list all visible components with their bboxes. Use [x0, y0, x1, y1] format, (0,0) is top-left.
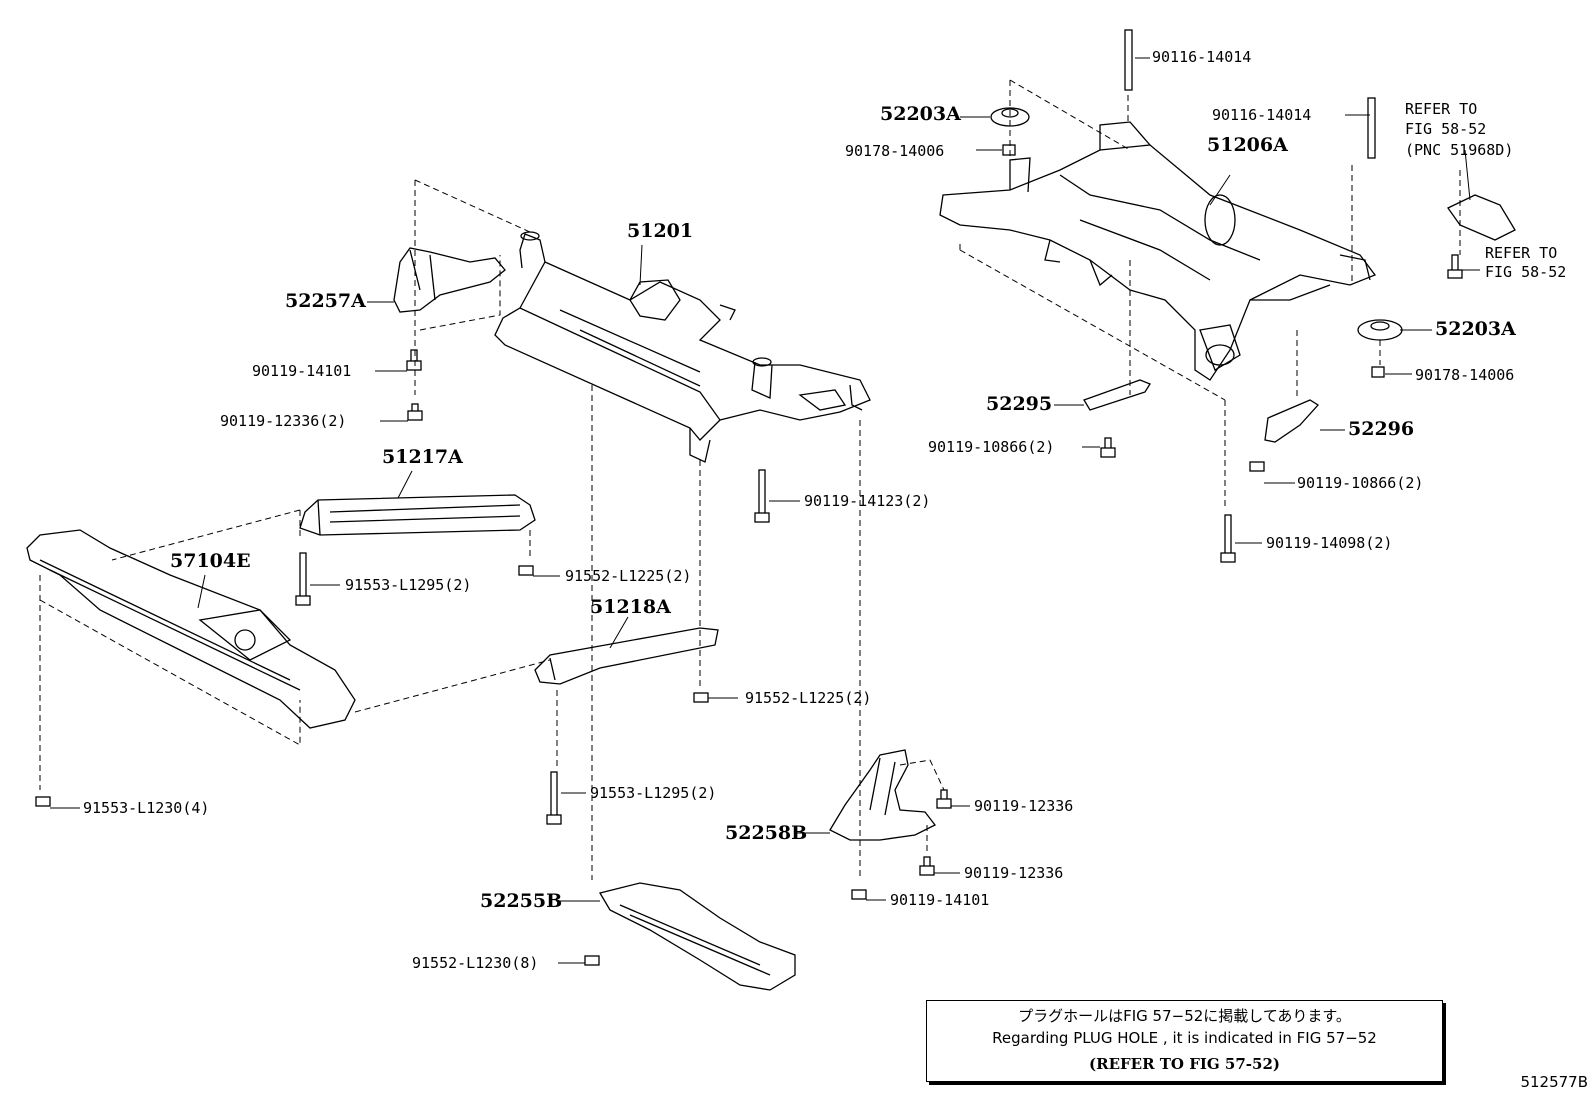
label-52257A[interactable]: 52257A — [285, 290, 366, 312]
note-english: Regarding PLUG HOLE , it is indicated in… — [992, 1029, 1377, 1047]
label-90119-10866-left[interactable]: 90119-10866(2) — [928, 438, 1055, 456]
label-90178-14006-right[interactable]: 90178-14006 — [1415, 366, 1515, 384]
label-91552-L1225-upper[interactable]: 91552-L1225(2) — [565, 567, 692, 585]
note-japanese: プラグホールはFIG 57−52に掲載してあります。 — [1018, 1007, 1351, 1025]
bracket-52258B — [829, 749, 936, 841]
arm-52296 — [1264, 399, 1320, 443]
refer-58-52-b-line2[interactable]: FIG 58-52 — [1485, 263, 1567, 281]
label-52255B[interactable]: 52255B — [480, 890, 563, 912]
arm-52295 — [1083, 379, 1151, 411]
label-90119-12336-a[interactable]: 90119-12336 — [974, 797, 1074, 815]
brace-51218A — [534, 627, 719, 685]
label-91552-L1225-lower[interactable]: 91552-L1225(2) — [745, 689, 872, 707]
label-91552-L1230[interactable]: 91552-L1230(8) — [412, 954, 539, 972]
label-90119-14101-right[interactable]: 90119-14101 — [890, 891, 990, 909]
rear-crossmember-51206A — [939, 121, 1377, 381]
reinforcement-51217A — [299, 494, 536, 536]
bracket-52257A — [393, 247, 506, 313]
refer-58-52-b-line1[interactable]: REFER TO — [1485, 244, 1558, 262]
label-52296[interactable]: 52296 — [1348, 418, 1415, 440]
label-51201[interactable]: 51201 — [627, 220, 694, 242]
label-52295[interactable]: 52295 — [986, 393, 1053, 415]
refer-58-52-a-line2[interactable]: FIG 58-52 — [1405, 120, 1487, 138]
label-90116-14014-mid[interactable]: 90116-14014 — [1212, 106, 1312, 124]
label-52203A-top[interactable]: 52203A — [880, 103, 961, 125]
label-51218A[interactable]: 51218A — [590, 596, 671, 618]
label-91553-L1295-upper[interactable]: 91553-L1295(2) — [345, 576, 472, 594]
label-90119-14123[interactable]: 90119-14123(2) — [804, 492, 931, 510]
label-90119-12336-b[interactable]: 90119-12336 — [964, 864, 1064, 882]
label-51217A[interactable]: 51217A — [382, 446, 463, 468]
label-51206A[interactable]: 51206A — [1207, 134, 1288, 156]
cover-57104E — [26, 529, 356, 729]
label-91553-L1230[interactable]: 91553-L1230(4) — [83, 799, 210, 817]
front-crossmember-51201 — [494, 231, 871, 463]
label-90119-10866-right[interactable]: 90119-10866(2) — [1297, 474, 1424, 492]
fasteners — [35, 29, 1463, 966]
label-91553-L1295-lower[interactable]: 91553-L1295(2) — [590, 784, 717, 802]
refer-58-52-a-line1[interactable]: REFER TO — [1405, 100, 1478, 118]
label-90116-14014-top[interactable]: 90116-14014 — [1152, 48, 1252, 66]
plug-hole-note: プラグホールはFIG 57−52に掲載してあります。 Regarding PLU… — [926, 1000, 1443, 1082]
brace-52255B — [598, 882, 796, 991]
label-90178-14006-top[interactable]: 90178-14006 — [845, 142, 945, 160]
label-90119-12336-2[interactable]: 90119-12336(2) — [220, 412, 347, 430]
label-52203A-right[interactable]: 52203A — [1435, 318, 1516, 340]
refer-58-52-a-line3[interactable]: (PNC 51968D) — [1405, 141, 1514, 159]
label-52258B[interactable]: 52258B — [725, 822, 808, 844]
note-reference-link[interactable]: (REFER TO FIG 57-52) — [1089, 1055, 1280, 1073]
label-57104E[interactable]: 57104E — [170, 550, 251, 572]
label-90119-14098[interactable]: 90119-14098(2) — [1266, 534, 1393, 552]
label-90119-14101-left[interactable]: 90119-14101 — [252, 362, 352, 380]
bracket-51968D — [1447, 194, 1516, 241]
figure-id: 512577B — [1520, 1073, 1588, 1091]
